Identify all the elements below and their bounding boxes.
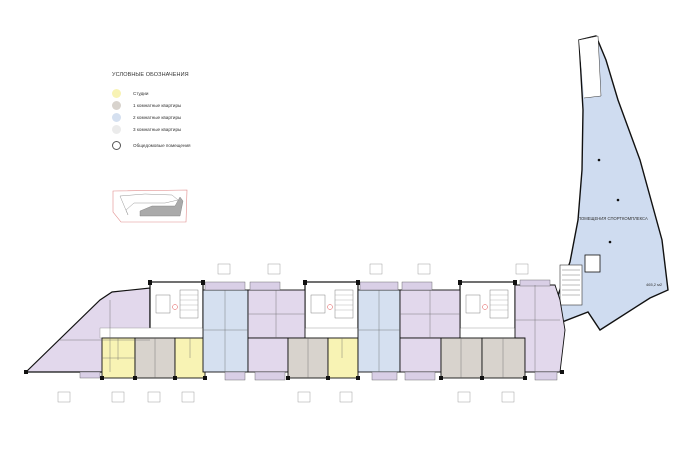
apartment-3room (399, 337, 442, 373)
legend-label: Студии (133, 90, 149, 96)
apartment-studio (327, 337, 359, 379)
legend-item-3room: 3 комнатные квартиры (112, 123, 191, 135)
legend-label: 2 комнатные квартиры (133, 114, 182, 120)
corridor (99, 327, 561, 339)
studio-swatch (112, 88, 121, 98)
sports-hall-label: ПОМЕЩЕНИЯ СПОРТКОМПЛЕКСА (578, 216, 648, 221)
apartment-1room (481, 337, 526, 379)
legend-label: 1 комнатные квартиры (133, 102, 182, 108)
three-room-swatch (112, 124, 121, 134)
sports-hall-area: 465,2 м2 (646, 282, 663, 287)
two-room-swatch (112, 112, 121, 122)
key-plan (112, 189, 188, 223)
apartment-1room (440, 337, 483, 379)
apartment-2room (202, 289, 249, 373)
legend-item-2room: 2 комнатные квартиры (112, 111, 191, 123)
legend-item-1room: 1 комнатные квартиры (112, 99, 191, 111)
legend-item-studio: Студии (112, 87, 191, 99)
legend-label: 3 комнатные квартиры (133, 126, 182, 132)
sports-hall (556, 35, 669, 331)
core-2 (304, 281, 359, 331)
legend-label: Общедомовые помещения (133, 142, 191, 148)
legend: УСЛОВНЫЕ ОБОЗНАЧЕНИЯ Студии 1 комнатные … (112, 72, 191, 151)
legend-item-common: Общедомовые помещения (112, 139, 191, 151)
legend-title: УСЛОВНЫЕ ОБОЗНАЧЕНИЯ (112, 72, 189, 78)
one-room-swatch (112, 100, 121, 110)
apartment-3room (247, 337, 289, 373)
common-swatch (112, 140, 121, 150)
core-1 (149, 281, 204, 331)
